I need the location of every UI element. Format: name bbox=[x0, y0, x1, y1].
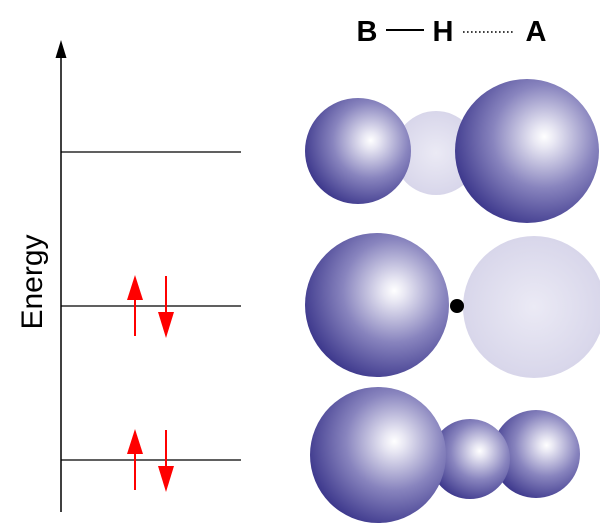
orbital-lobe-h bbox=[430, 419, 510, 499]
orbital-lobe-b bbox=[305, 233, 449, 377]
spin-down-arrow-icon bbox=[158, 430, 174, 492]
spin-down-arrow-icon bbox=[158, 276, 174, 338]
orbital-upper bbox=[305, 79, 599, 223]
axis-arrow-icon bbox=[55, 40, 67, 58]
bond-header: B H A bbox=[357, 16, 547, 48]
electron-pair-lower bbox=[127, 429, 174, 492]
orbital-lobe-a bbox=[455, 79, 599, 223]
orbital-lobe-b bbox=[305, 98, 411, 204]
orbital-lobe-h bbox=[394, 111, 478, 195]
orbital-lobe-b bbox=[310, 387, 446, 523]
atom-a-label: A bbox=[526, 16, 547, 48]
hydrogen-node-dot bbox=[450, 299, 464, 313]
orbital-middle bbox=[305, 233, 600, 378]
electron-pair-middle bbox=[127, 275, 174, 338]
spin-up-arrow-icon bbox=[127, 275, 143, 336]
atom-b-label: B bbox=[357, 16, 378, 48]
spin-up-arrow-icon bbox=[127, 429, 143, 490]
energy-axis bbox=[55, 40, 67, 512]
orbital-lobe-a bbox=[492, 410, 580, 498]
orbital-lobe-a bbox=[463, 236, 600, 378]
orbital-lower bbox=[310, 387, 580, 523]
atom-h-label: H bbox=[433, 16, 454, 48]
energy-axis-label: Energy bbox=[16, 234, 49, 329]
